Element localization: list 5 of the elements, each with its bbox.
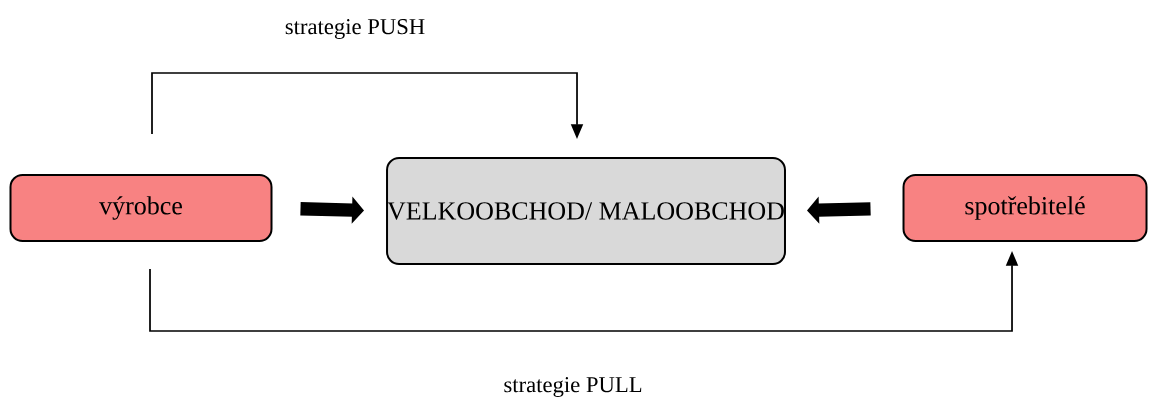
process-box: VELKOOBCHOD/ MALOOBCHOD (386, 157, 786, 265)
process-box: výrobce (9, 174, 273, 242)
edge-label: strategie PULL (504, 377, 642, 397)
process-box: spotřebitelé (902, 174, 1148, 242)
edge-label: strategie PUSH (285, 19, 425, 39)
